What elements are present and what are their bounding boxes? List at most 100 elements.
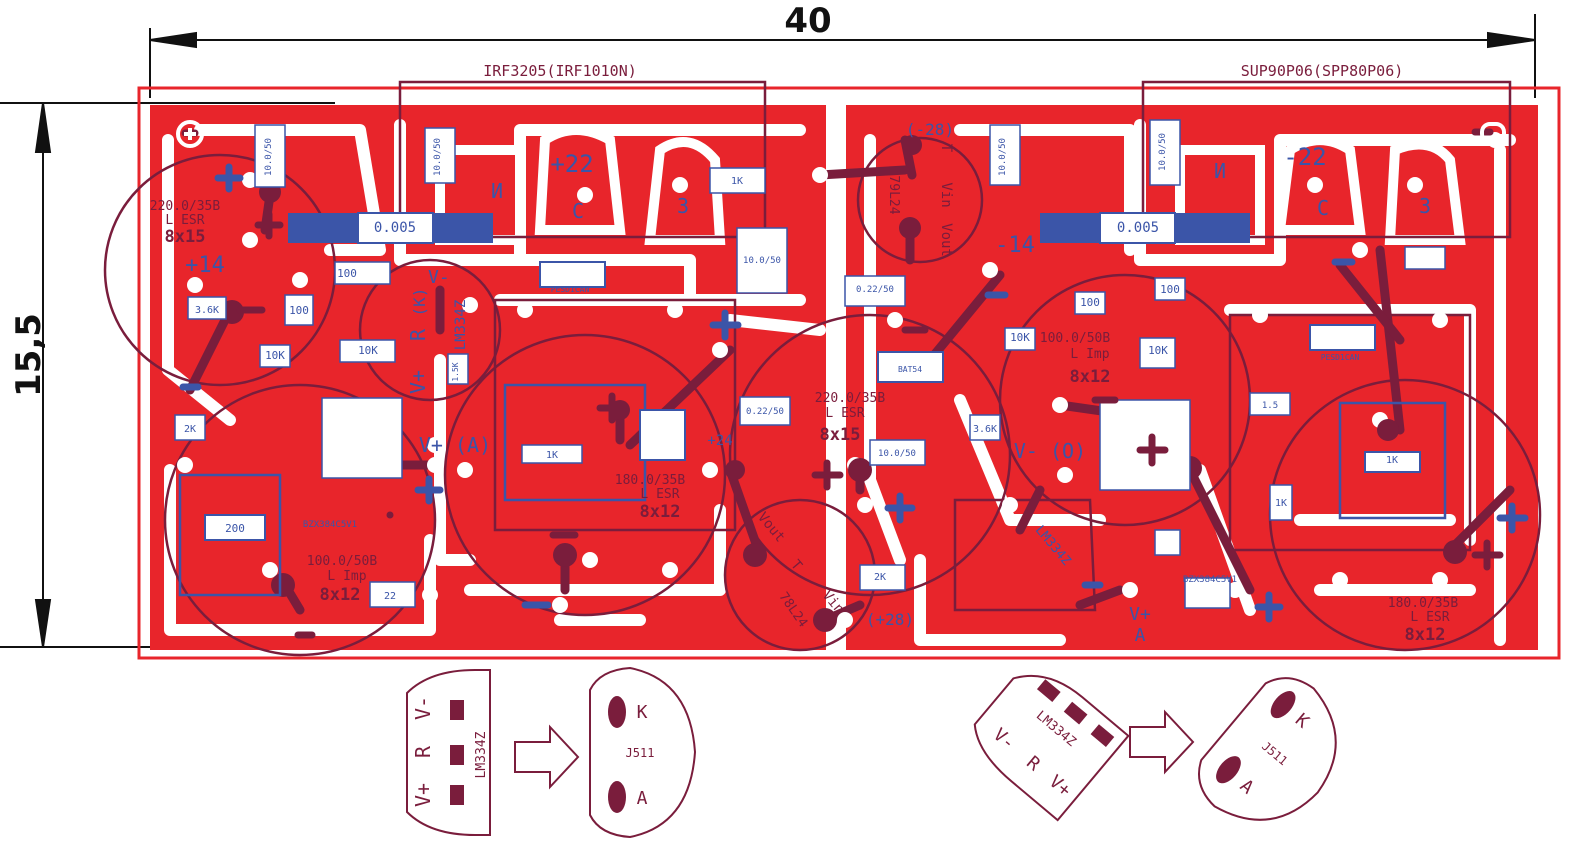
cap-180-left-label: 180.0/35B	[615, 473, 686, 488]
cap-size-right: 8x12	[1070, 367, 1111, 387]
cap-10-50-e: 10.0/50	[998, 138, 1008, 176]
cap-lesr-center: L ESR	[825, 406, 864, 421]
res-2k-left: 2K	[184, 424, 196, 435]
res-36k-left: 3.6K	[195, 305, 219, 316]
res-36k-right: 3.6K	[973, 424, 997, 435]
res-100-c: 100	[1080, 296, 1100, 309]
cap-10-50-c: 10.0/50	[743, 256, 781, 266]
cap-lesr-right: L ESR	[1410, 610, 1449, 625]
cap-220-center-label: 220.0/35B	[815, 391, 886, 406]
label-vout-top: Vout	[938, 223, 954, 257]
drill-holes	[177, 132, 1503, 628]
pin-z-left: З	[677, 194, 689, 218]
dimension-width	[149, 14, 1536, 98]
label-r-left: R	[406, 328, 430, 341]
cap-10-50-d: 10.0/50	[878, 449, 916, 459]
cap-220-left-label: 220.0/35B	[150, 199, 221, 214]
pinout-lm334z-right: LM334Z V- R V+	[973, 674, 1130, 822]
label-t-top: T	[938, 144, 954, 153]
res-100-a: 100	[337, 267, 357, 280]
label-vminus-left: V-	[428, 267, 450, 288]
pin-i-left: И	[491, 179, 503, 203]
ic-pesd-right: PESD1CAN	[1321, 353, 1360, 362]
pinout-vplus: V+	[411, 783, 435, 807]
cap-size-center-left: 8x12	[640, 502, 681, 522]
cap-size-center: 8x15	[820, 425, 861, 445]
res-10k-right: 10K	[1148, 344, 1168, 357]
cap-10-50-b: 10.0/50	[433, 138, 443, 176]
pin-c-left: С	[572, 199, 584, 223]
res-200-left: 200	[225, 522, 245, 535]
res-22: 22	[384, 591, 396, 602]
transistor-right-label: SUP90P06(SPP80P06)	[1241, 62, 1404, 80]
pin-c-right: С	[1317, 196, 1329, 220]
res-100-d: 100	[1160, 283, 1180, 296]
pinout-lm334z-label: LM334Z	[474, 731, 489, 778]
cap-10-50-a: 10.0/50	[264, 138, 274, 176]
cap-100-left-label: 100.0/50B	[307, 554, 378, 569]
shunt-right-label: 0.005	[1117, 220, 1159, 236]
res-1k-trim-right: 1K	[1386, 455, 1398, 466]
cap-022-b: 0.22/50	[856, 285, 894, 295]
width-label: 40	[784, 1, 831, 41]
transistor-left-label: IRF3205(IRF1010N)	[483, 62, 637, 80]
plus-24-label: +24	[707, 433, 732, 449]
plus-28-label: (+28)	[866, 610, 914, 629]
pinout-k-left: K	[637, 702, 648, 723]
cap-180-right-label: 180.0/35B	[1388, 596, 1459, 611]
pinout-vminus: V-	[411, 696, 435, 720]
cap-size-right-bottom: 8x12	[1405, 625, 1446, 645]
label-vplus-right: V+	[1129, 604, 1151, 625]
pinout-j511-right: K A J511	[1198, 677, 1337, 821]
pinout-lm334z-left: V- R V+ LM334Z	[406, 669, 491, 836]
board-outline	[137, 86, 1561, 660]
cap-100-right-label: 100.0/50B	[1040, 331, 1111, 346]
res-10k-right2: 10K	[1010, 331, 1030, 344]
label-va-left: V+ (A)	[419, 433, 491, 457]
cap-size-left-bottom: 8x12	[320, 585, 361, 605]
ic-lm334z-left: LM334Z	[453, 300, 469, 351]
label-vin-top: Vin	[938, 182, 954, 207]
pinout-a-left: A	[637, 788, 648, 809]
cap-lesr-center-left: L ESR	[640, 487, 679, 502]
cap-022-a: 0.22/50	[746, 407, 784, 417]
cap-size-left: 8x15	[165, 227, 206, 247]
ic-bat54: BAT54	[898, 365, 922, 374]
label-k-left: (K)	[410, 288, 429, 317]
pinout-r: R	[411, 745, 435, 758]
minus-22-label: -22	[1283, 143, 1326, 171]
res-1k-right: 1K	[1275, 498, 1287, 509]
cap-limp-left: L Imp	[327, 569, 366, 584]
res-1k-top-left: 1K	[731, 176, 743, 187]
dimension-height	[0, 102, 335, 648]
label-a-right: A	[1135, 625, 1146, 646]
cap-15: 1.5	[1262, 401, 1278, 411]
label-vplus-left: V+	[406, 370, 430, 394]
minus-14-label: -14	[995, 233, 1035, 258]
cap-limp-right: L Imp	[1070, 347, 1109, 362]
arrow-left	[514, 724, 580, 790]
pinout-j511-label-left: J511	[626, 746, 655, 760]
ic-79l24: 79L24	[886, 175, 901, 214]
arrow-right	[1129, 709, 1195, 775]
res-10k-left: 10K	[265, 349, 285, 362]
ic-bzx-left: BZX384C5V1	[303, 520, 357, 530]
label-vo-right: V- (O)	[1014, 439, 1086, 463]
plus-14-label: +14	[185, 253, 225, 278]
res-2k-right: 2K	[874, 572, 886, 583]
cap-lesr-left: L ESR	[165, 213, 204, 228]
res-1k-trim-left: 1K	[546, 450, 558, 461]
res-15k: 1.5K	[451, 362, 460, 381]
minus-28-label: (-28)	[906, 120, 954, 139]
height-label: 15,5	[9, 313, 49, 397]
smd-components	[174, 119, 1447, 609]
shunt-left-label: 0.005	[374, 220, 416, 236]
res-10k-mid: 10K	[358, 344, 378, 357]
plus-22-label: +22	[550, 150, 593, 178]
pin-z-right: З	[1419, 194, 1431, 218]
cap-10-50-f: 10.0/50	[1158, 133, 1168, 171]
ic-bzx-right: BZX384C5V1	[1183, 575, 1237, 585]
pin-i-right: И	[1214, 159, 1226, 183]
ic-pesd-left: PESD1CAN	[551, 285, 590, 294]
